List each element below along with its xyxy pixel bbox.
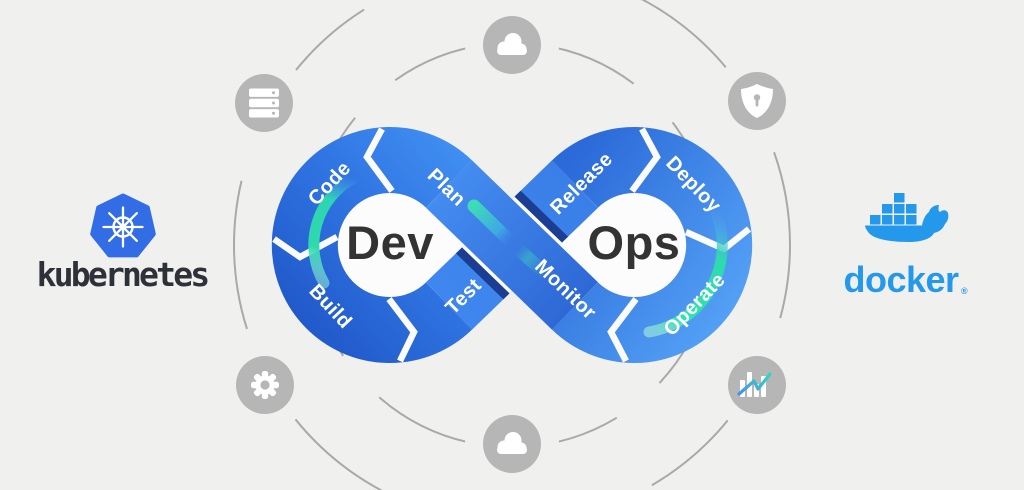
docker-whale-icon xyxy=(865,193,949,242)
teal-accents xyxy=(308,172,728,338)
cloud-icon xyxy=(483,16,541,74)
ops-label: Ops xyxy=(588,216,681,269)
orbit-ring-outer xyxy=(233,0,791,490)
gear-icon xyxy=(236,356,294,414)
infinity-loop: Code Plan Build Test Release Deploy Moni… xyxy=(271,127,753,363)
kubernetes-helm-icon xyxy=(90,193,156,258)
server-icon xyxy=(235,74,293,132)
dev-label: Dev xyxy=(346,216,434,269)
docker-logo: docker ® xyxy=(843,193,968,300)
chart-icon xyxy=(728,356,786,414)
kubernetes-logo: kubernetes xyxy=(37,193,211,294)
shield-icon xyxy=(728,72,786,130)
cloud-icon xyxy=(483,415,541,473)
orbit-icons xyxy=(235,16,786,473)
orbit-rings xyxy=(233,0,791,490)
dev-ring xyxy=(271,127,472,363)
kubernetes-wordmark: kubernetes xyxy=(37,255,209,294)
docker-registered-mark: ® xyxy=(961,286,968,296)
loop-holes xyxy=(338,193,686,297)
docker-wordmark: docker xyxy=(843,259,959,300)
